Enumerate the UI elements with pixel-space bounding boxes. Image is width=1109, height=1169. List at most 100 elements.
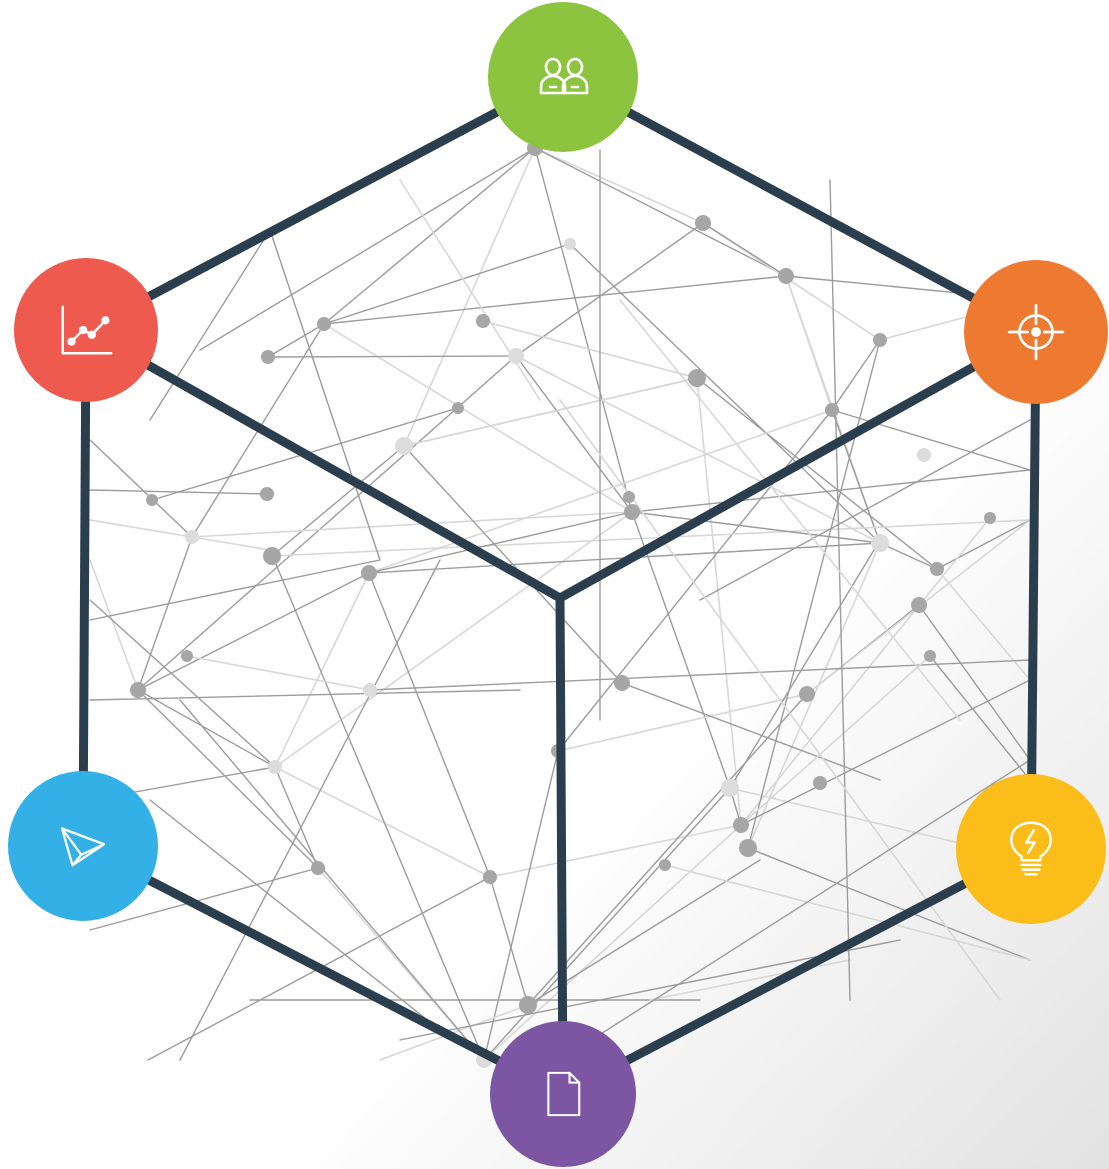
- network-line: [199, 147, 536, 351]
- network-line: [89, 689, 521, 701]
- network-dot: [363, 683, 377, 697]
- network-line: [747, 847, 1031, 961]
- network-line: [619, 299, 961, 721]
- network-line: [274, 572, 370, 768]
- network-line: [696, 377, 742, 826]
- network-line: [89, 599, 276, 768]
- target-node: [964, 260, 1108, 404]
- network-line: [267, 323, 325, 358]
- network-line: [323, 275, 787, 325]
- network-line: [323, 147, 536, 325]
- network-line: [379, 1004, 529, 1061]
- network-line: [403, 445, 623, 684]
- network-line: [137, 689, 319, 869]
- network-dot: [311, 861, 325, 875]
- network-dot: [260, 487, 274, 501]
- network-line: [699, 419, 1031, 601]
- network-line: [557, 693, 808, 752]
- network-line: [403, 147, 536, 447]
- network-dot: [395, 437, 413, 455]
- network-line: [740, 655, 931, 826]
- network-dot: [508, 348, 524, 364]
- network-dot: [268, 760, 282, 774]
- network-line: [631, 469, 1031, 513]
- network-dot: [130, 682, 146, 698]
- network-line: [631, 511, 731, 789]
- network-dots: [130, 140, 996, 1068]
- network-line: [137, 572, 370, 691]
- network-dot: [564, 238, 576, 250]
- network-line: [369, 659, 1031, 691]
- network-line: [534, 147, 633, 513]
- network-dot: [688, 369, 706, 387]
- paper-plane-icon: [60, 827, 106, 867]
- network-line: [274, 766, 491, 878]
- network-line: [559, 399, 1001, 1001]
- network-dot: [825, 403, 839, 417]
- network-line: [831, 409, 1031, 471]
- network-line: [621, 682, 881, 781]
- network-line: [323, 243, 571, 325]
- send-node: [8, 771, 158, 921]
- crosshair-icon: [1007, 303, 1065, 361]
- network-dot: [317, 317, 331, 331]
- network-lines: [89, 147, 1031, 1061]
- network-line: [89, 439, 193, 538]
- network-line: [831, 409, 881, 544]
- network-dot: [924, 650, 936, 662]
- network-line: [89, 489, 268, 495]
- network-line: [267, 355, 517, 358]
- network-line: [179, 559, 441, 1061]
- network-dot: [614, 675, 630, 691]
- network-dot: [263, 547, 281, 565]
- network-dot: [361, 565, 377, 581]
- network-line: [740, 517, 991, 826]
- network-dot: [452, 402, 464, 414]
- network-line: [702, 222, 787, 277]
- network-line: [929, 655, 1031, 781]
- network-line: [489, 824, 742, 878]
- network-line: [89, 867, 319, 931]
- cube-inner-edge: [83, 326, 563, 602]
- network-dot: [873, 333, 887, 347]
- network-dot: [659, 859, 671, 871]
- network-line: [89, 559, 381, 621]
- network-dot: [519, 996, 537, 1014]
- network-dot: [624, 504, 640, 520]
- network-line: [399, 179, 541, 401]
- network-line: [936, 568, 1031, 681]
- cube-inner-edge: [557, 328, 1039, 602]
- network-dot: [911, 597, 927, 613]
- network-dot: [984, 512, 996, 524]
- network-dot: [733, 817, 749, 833]
- network-line: [918, 604, 1031, 761]
- network-line: [879, 542, 938, 570]
- network-line: [515, 222, 704, 357]
- network-line: [271, 519, 1031, 557]
- network-dot: [778, 268, 794, 284]
- network-dot: [739, 839, 757, 857]
- growth-node: [14, 258, 158, 402]
- network-line: [274, 766, 319, 869]
- network-dot: [181, 650, 193, 662]
- network-line: [483, 824, 742, 1061]
- network-line: [489, 876, 529, 1006]
- users-icon: [539, 57, 589, 95]
- network-dot: [261, 350, 275, 364]
- network-dot: [146, 494, 158, 506]
- network-line: [483, 750, 559, 1061]
- network-line: [137, 689, 276, 768]
- network-line: [89, 519, 271, 551]
- network-line: [186, 655, 371, 691]
- network-line: [936, 519, 1031, 570]
- network-dot: [871, 534, 889, 552]
- network-line: [403, 377, 698, 447]
- network-line: [274, 511, 633, 768]
- network-dot: [930, 562, 944, 576]
- network-dot: [917, 448, 931, 462]
- network-line: [696, 377, 938, 570]
- network-line: [323, 323, 633, 513]
- network-line: [149, 799, 441, 1031]
- network-dot: [623, 491, 635, 503]
